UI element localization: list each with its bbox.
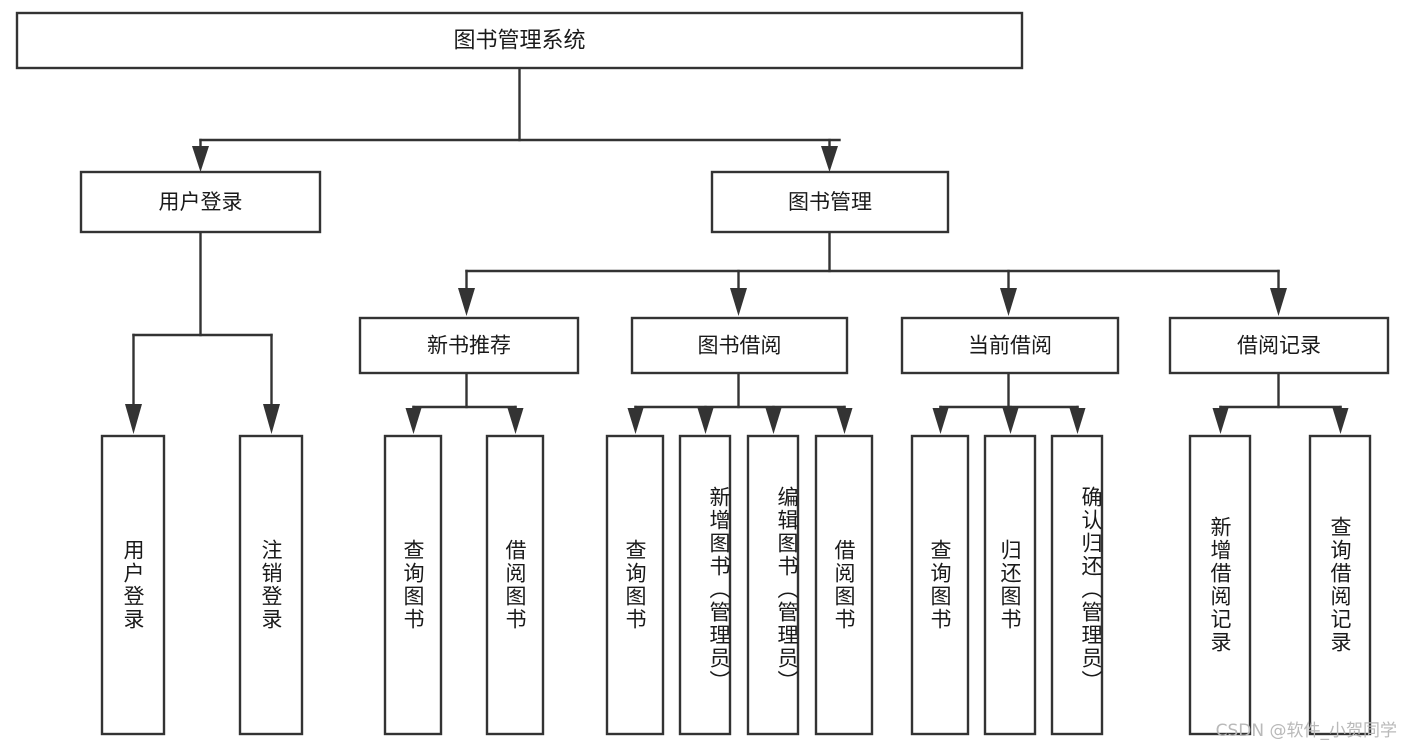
arrow-head-borrow-record <box>1270 288 1287 316</box>
arrow-head-leaf-logout <box>263 404 280 434</box>
arrow-head-book-borrow <box>730 288 747 316</box>
node-book-management-box[interactable] <box>710 170 950 234</box>
node-borrow-record-box[interactable] <box>1168 316 1390 375</box>
leaf-box-cb-return-book[interactable] <box>983 434 1037 736</box>
leaf-box-bb-borrow-book[interactable] <box>814 434 874 736</box>
connector-group-book-borrow <box>627 371 853 434</box>
arrow-head-bb-add-book <box>697 408 714 434</box>
leaf-box-cb-confirm-return[interactable] <box>1050 434 1104 736</box>
node-book-borrow[interactable]: 图书借阅 <box>630 316 849 375</box>
node-borrow-record[interactable]: 借阅记录 <box>1168 316 1390 375</box>
leaf-box-bb-add-book[interactable] <box>678 434 732 736</box>
arrow-head-user-login <box>192 146 209 172</box>
arrow-head-new-book-rec <box>458 288 475 316</box>
connector-group-new-book-rec <box>405 371 524 434</box>
node-new-book-recommend[interactable]: 新书推荐 <box>358 316 580 375</box>
arrow-head-br-query-record <box>1332 408 1349 434</box>
leaf-box-bb-edit-book[interactable] <box>746 434 800 736</box>
arrow-head-book-mgmt <box>821 146 838 172</box>
connector-group-user-login <box>125 230 280 434</box>
arrow-head-nbr-query-book <box>405 408 422 434</box>
leaf-box-cb-query-book[interactable] <box>910 434 970 736</box>
arrow-head-current-borrow <box>1000 288 1017 316</box>
node-book-borrow-box[interactable] <box>630 316 849 375</box>
arrow-head-br-add-record <box>1212 408 1229 434</box>
leaf-box-nbr-borrow-book[interactable] <box>485 434 545 736</box>
arrow-head-bb-borrow-book <box>836 408 853 434</box>
arrow-head-cb-confirm-return <box>1069 408 1086 434</box>
node-book-management[interactable]: 图书管理 <box>710 170 950 234</box>
node-root-label: 图书管理系统 <box>453 29 585 54</box>
arrow-head-bb-query-book <box>627 408 644 434</box>
node-user-login-box[interactable] <box>79 170 322 234</box>
node-current-borrow-label: 当前借阅 <box>968 334 1052 358</box>
arrow-head-cb-return-book <box>1002 408 1019 434</box>
node-new-book-recommend-box[interactable] <box>358 316 580 375</box>
leaf-boxes <box>100 434 1372 736</box>
node-current-borrow-box[interactable] <box>900 316 1120 375</box>
node-root[interactable]: 图书管理系统 <box>15 11 1024 70</box>
connector-group-borrow-record <box>1212 371 1349 434</box>
leaf-box-nbr-query-book[interactable] <box>383 434 443 736</box>
leaf-box-br-query-record[interactable] <box>1308 434 1372 736</box>
arrow-head-nbr-borrow-book <box>507 408 524 434</box>
node-user-login[interactable]: 用户登录 <box>79 170 322 234</box>
arrow-head-leaf-user-login <box>125 404 142 434</box>
leaf-box-user-login[interactable] <box>100 434 166 736</box>
leaf-box-logout[interactable] <box>238 434 304 736</box>
leaf-box-br-add-record[interactable] <box>1188 434 1252 736</box>
arrow-head-bb-edit-book <box>765 408 782 434</box>
node-new-book-recommend-label: 新书推荐 <box>427 334 511 358</box>
node-root-box[interactable] <box>15 11 1024 70</box>
node-book-borrow-label: 图书借阅 <box>698 334 782 358</box>
node-book-management-label: 图书管理 <box>788 190 872 214</box>
node-borrow-record-label: 借阅记录 <box>1237 334 1321 358</box>
arrow-head-cb-query-book <box>932 408 949 434</box>
connector-group-root <box>192 66 841 172</box>
connector-group-book-mgmt <box>458 230 1287 316</box>
leaf-box-bb-query-book[interactable] <box>605 434 665 736</box>
connector-group-current-borrow <box>932 371 1086 434</box>
node-user-login-label: 用户登录 <box>159 190 243 214</box>
node-current-borrow[interactable]: 当前借阅 <box>900 316 1120 375</box>
